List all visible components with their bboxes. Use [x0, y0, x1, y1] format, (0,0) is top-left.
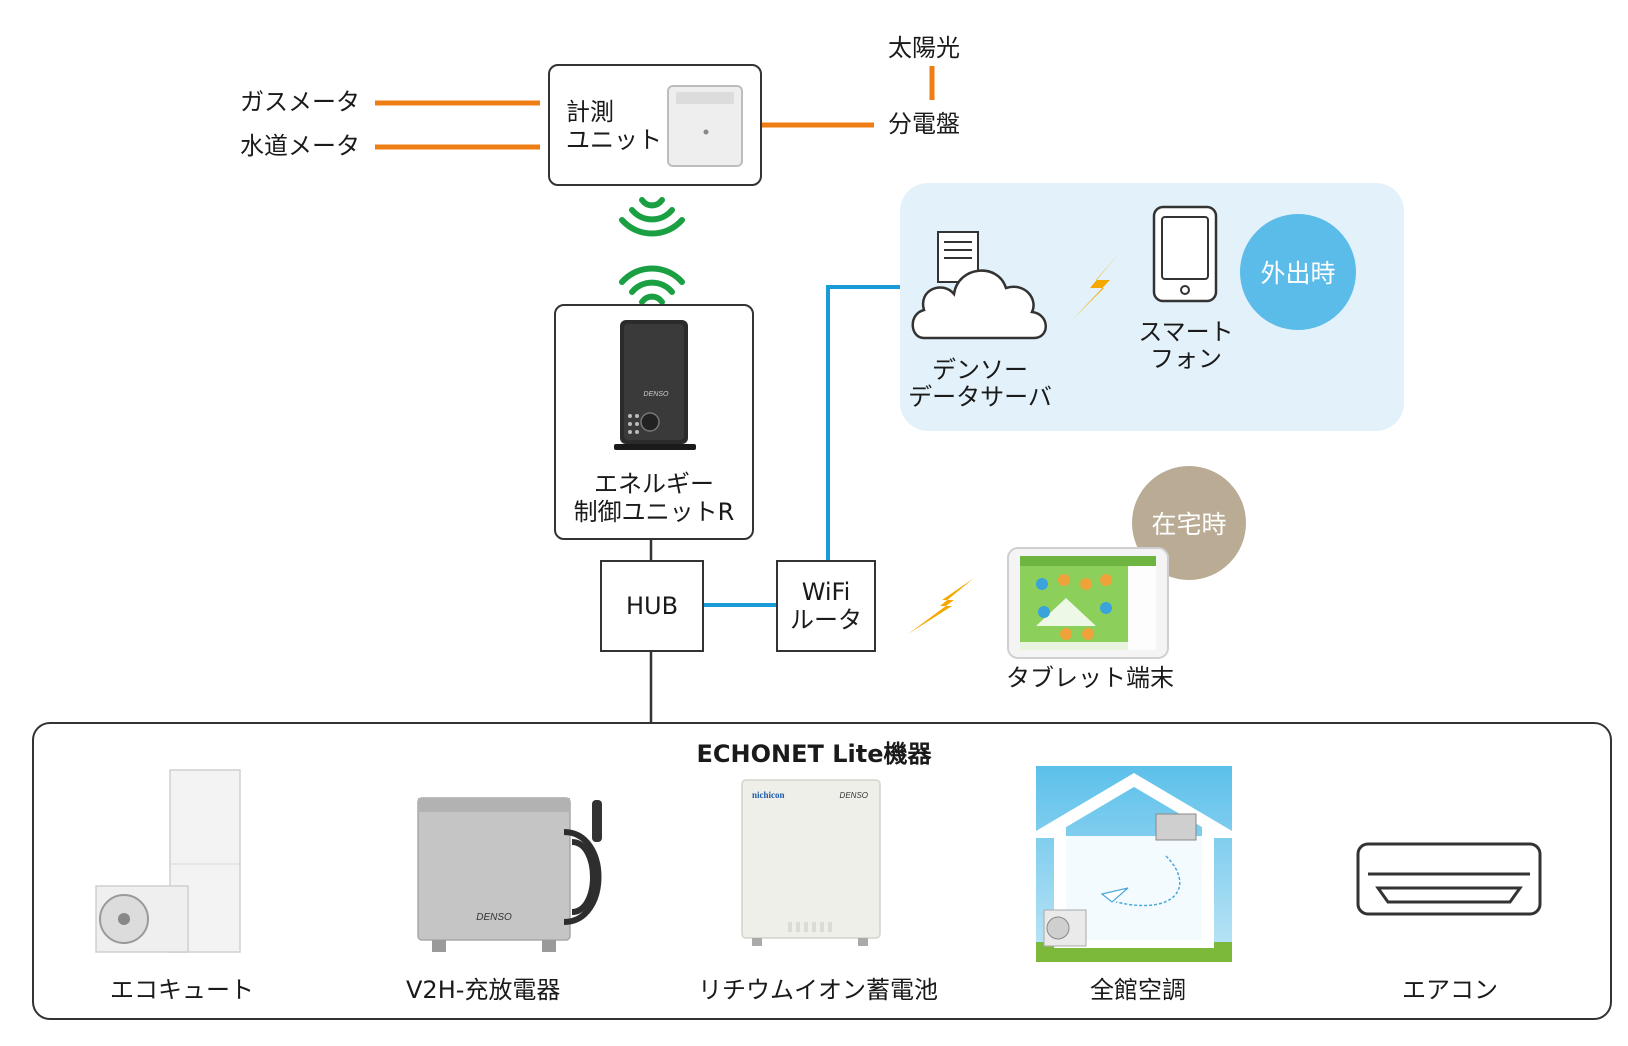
device-label-whole-house-ac: 全館空調 — [1090, 976, 1186, 1004]
battery-brand-2: DENSO — [840, 791, 868, 800]
wireless-signal-icon — [619, 197, 685, 305]
device-label-battery: リチウムイオン蓄電池 — [698, 976, 938, 1004]
lightning-icon — [908, 578, 974, 634]
smartphone-icon — [1152, 205, 1218, 303]
echonet-title: ECHONET Lite機器 — [696, 740, 932, 768]
energy-controller-box: DENSO エネルギー 制御ユニットR — [554, 304, 754, 540]
home-badge-label: 在宅時 — [1151, 510, 1227, 539]
device-label-v2h: V2H-充放電器 — [406, 976, 561, 1004]
gas-meter-label: ガスメータ — [240, 88, 360, 116]
phone-label-1: スマート — [1138, 318, 1234, 346]
measure-unit-box: 計測 ユニット — [548, 64, 762, 186]
phone-label-2: フォン — [1150, 345, 1222, 373]
device-label-eco-cute: エコキュート — [110, 976, 254, 1004]
controller-brand: DENSO — [644, 391, 669, 398]
battery-brand-1: nichicon — [752, 790, 785, 800]
whole-house-ac-icon — [1036, 766, 1232, 962]
controller-label-2: 制御ユニットR — [573, 498, 735, 526]
hub-box: HUB — [600, 560, 704, 652]
tablet-icon — [1007, 547, 1169, 659]
v2h-charger-icon: DENSO — [417, 797, 602, 952]
measure-unit-label-1: 計測 — [566, 98, 614, 126]
tablet-label: タブレット端末 — [1006, 664, 1174, 692]
router-cloud-line — [826, 285, 900, 560]
hub-label: HUB — [625, 592, 679, 620]
v2h-brand: DENSO — [476, 912, 512, 923]
away-badge: 外出時 — [1240, 214, 1356, 330]
measure-unit-device-icon — [667, 85, 743, 167]
wifi-label-1: WiFi — [801, 578, 851, 606]
cloud-server-icon — [911, 231, 1047, 340]
panel-label: 分電盤 — [888, 110, 960, 138]
battery-icon: nichicon DENSO — [741, 779, 881, 946]
away-badge-label: 外出時 — [1260, 259, 1336, 288]
controller-label-1: エネルギー — [594, 470, 714, 498]
wifi-router-box: WiFi ルータ — [776, 560, 876, 652]
device-label-air-conditioner: エアコン — [1402, 976, 1498, 1004]
water-meter-label: 水道メータ — [240, 132, 360, 160]
controller-device-icon: DENSO — [614, 320, 696, 450]
solar-label: 太陽光 — [888, 34, 960, 62]
air-conditioner-icon — [1356, 842, 1542, 916]
eco-cute-icon — [95, 769, 241, 953]
measure-unit-label-2: ユニット — [566, 126, 662, 154]
server-label-2: データサーバ — [908, 383, 1052, 411]
server-label-1: デンソー — [932, 356, 1028, 384]
lightning-icon — [1072, 252, 1120, 320]
wifi-label-2: ルータ — [790, 606, 862, 634]
